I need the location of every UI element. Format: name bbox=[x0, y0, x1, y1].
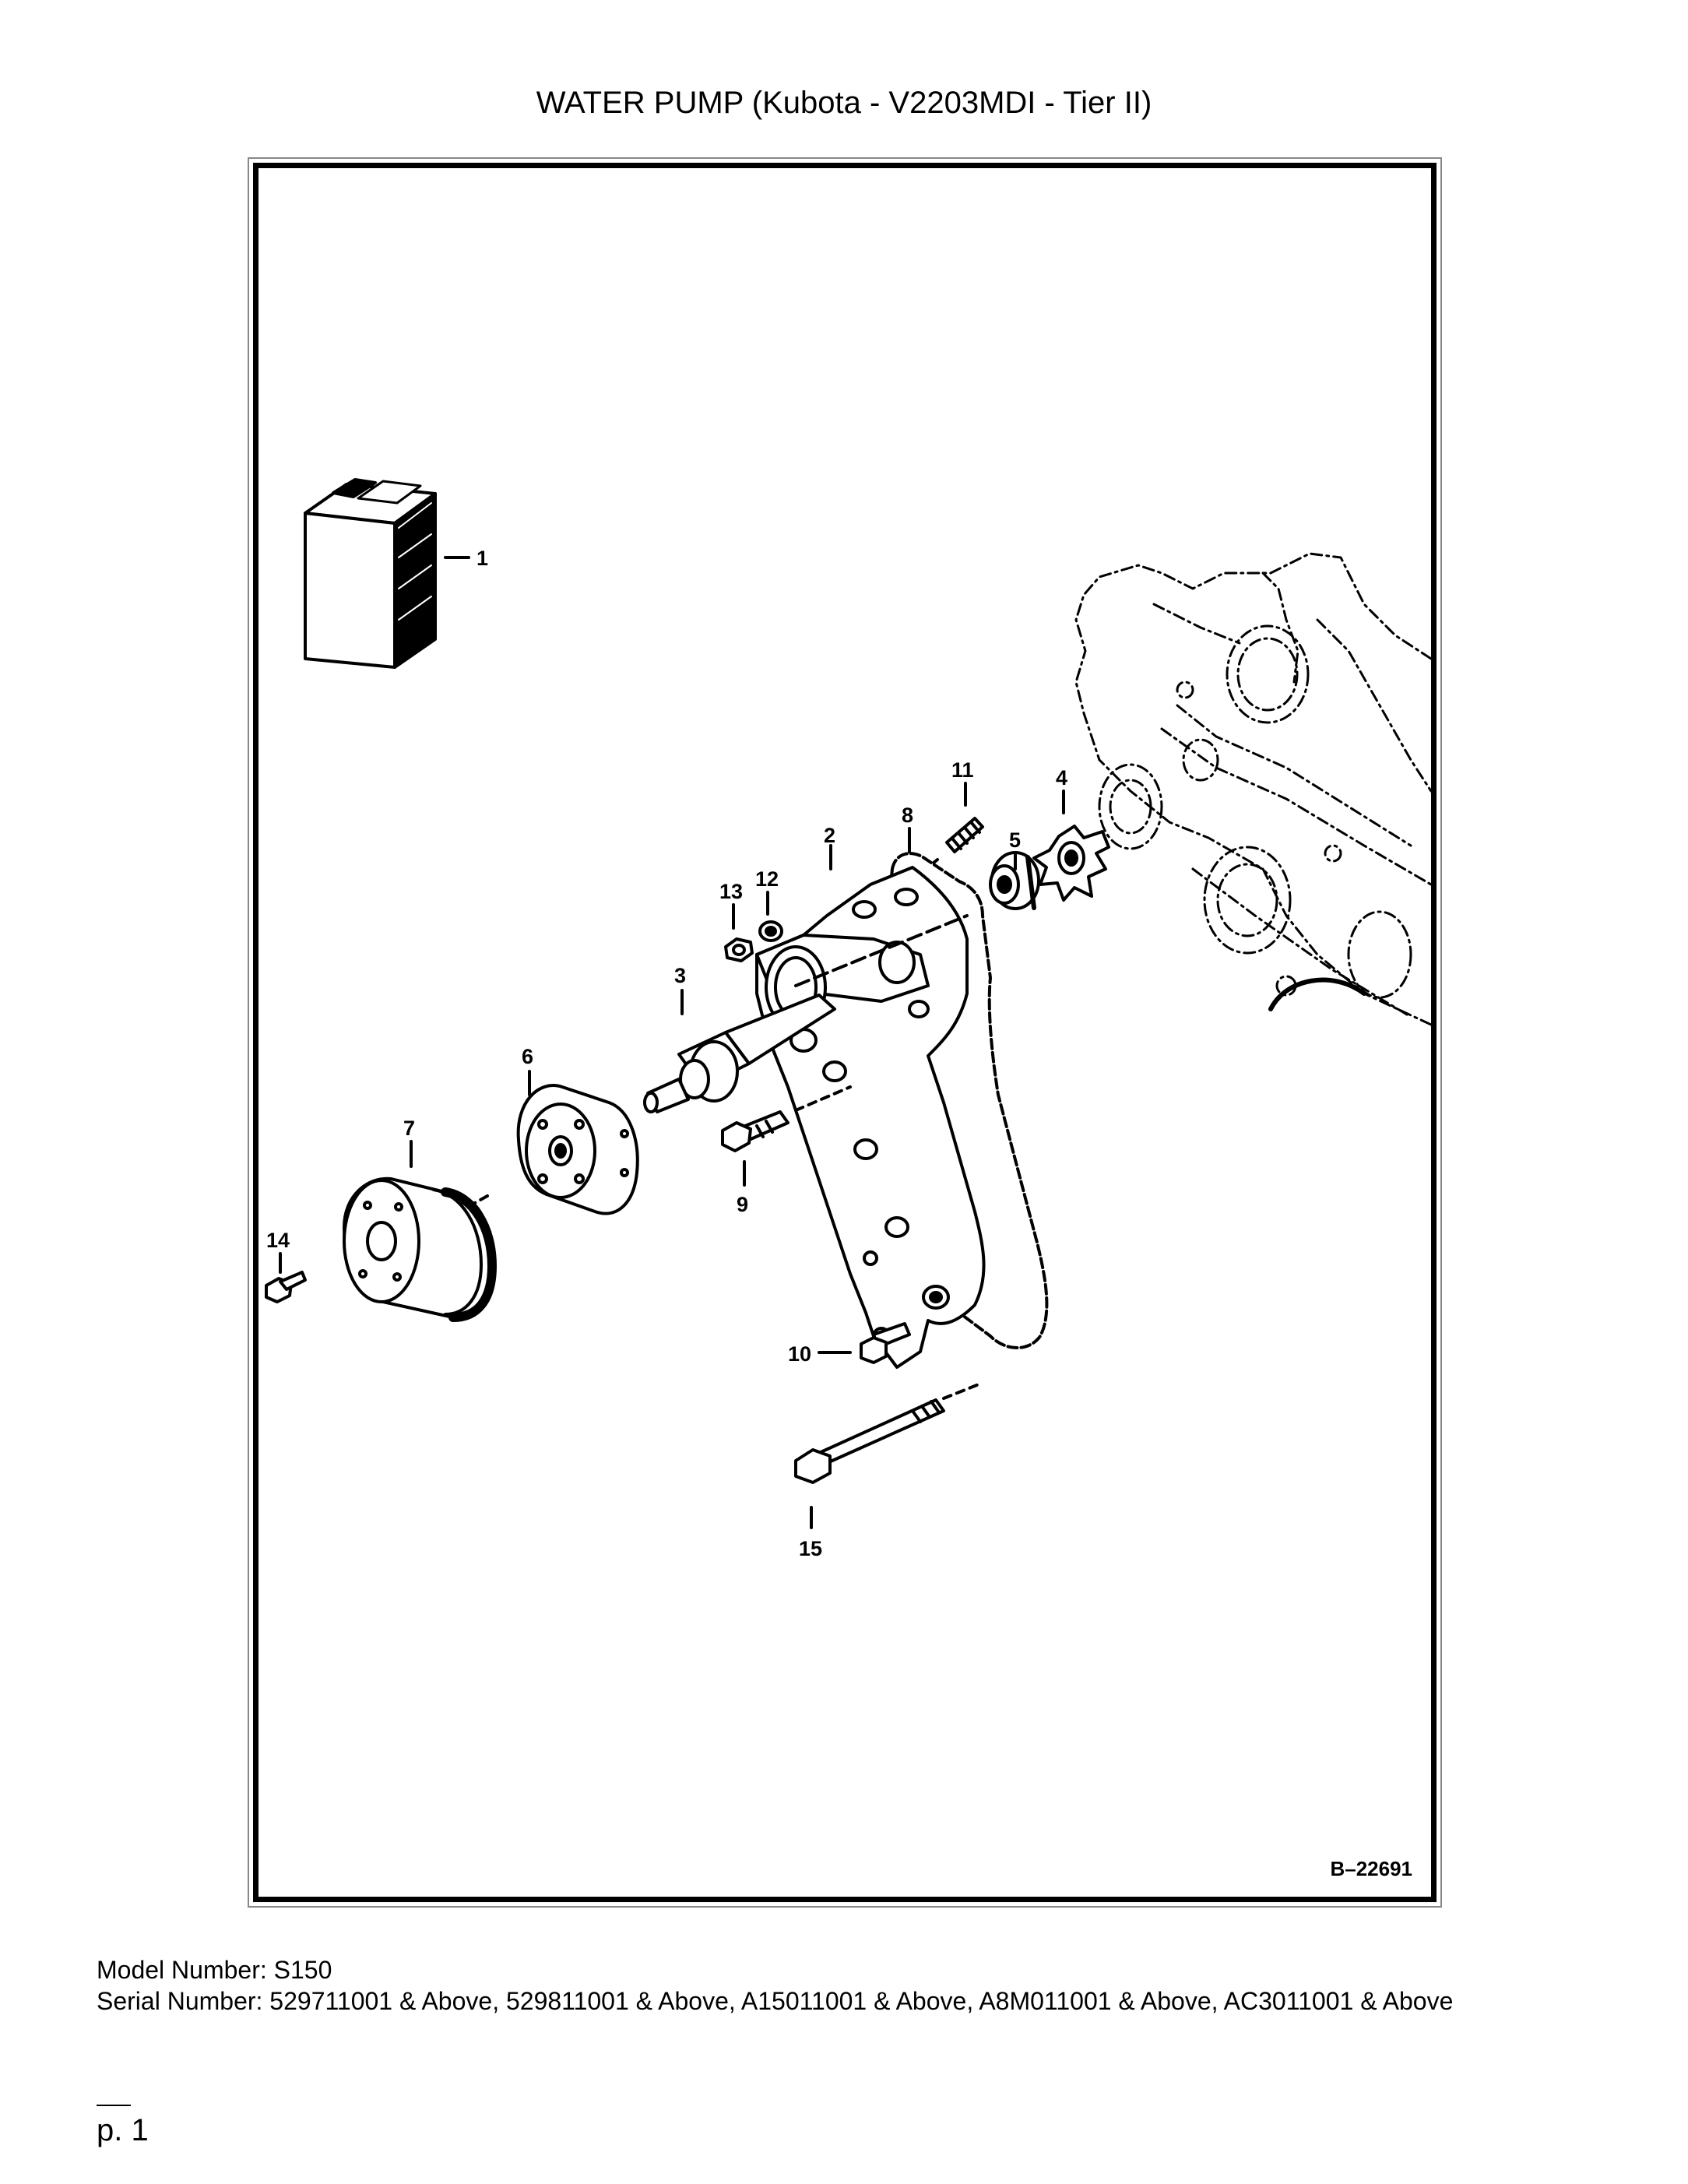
callout-12: 12 bbox=[755, 867, 779, 891]
model-number: Model Number: S150 bbox=[97, 1956, 332, 1984]
serial-number: Serial Number: 529711001 & Above, 529811… bbox=[97, 1987, 1454, 2015]
parts-diagram-frame: 1 2 3 4 5 6 7 8 9 10 11 12 13 14 15 B–22… bbox=[253, 163, 1437, 1902]
part-5-seal bbox=[989, 851, 1040, 910]
callout-1: 1 bbox=[477, 547, 488, 570]
callout-2: 2 bbox=[824, 824, 835, 847]
callout-6: 6 bbox=[522, 1045, 533, 1068]
callout-4: 4 bbox=[1056, 766, 1067, 790]
callout-15: 15 bbox=[799, 1537, 822, 1560]
callout-13: 13 bbox=[719, 880, 743, 903]
callout-7: 7 bbox=[403, 1117, 415, 1140]
part-4-impeller bbox=[1032, 790, 1110, 902]
page-number: p. 1 bbox=[97, 2113, 149, 2147]
figure-outer-border bbox=[248, 157, 1442, 1908]
part-12-washer bbox=[758, 891, 783, 942]
part-14-bolt bbox=[265, 1252, 307, 1303]
part-6-pulley-hub bbox=[444, 1070, 639, 1221]
engine-casting-arc bbox=[1268, 977, 1366, 1011]
callout-3: 3 bbox=[674, 964, 686, 987]
part-7-pulley bbox=[343, 1140, 497, 1322]
callout-14: 14 bbox=[266, 1229, 290, 1252]
part-2-pump-body bbox=[755, 844, 986, 1369]
page-title: WATER PUMP (Kubota - V2203MDI - Tier II) bbox=[536, 86, 1152, 120]
part-11-stud bbox=[927, 782, 984, 869]
part-15-long-bolt bbox=[794, 1381, 984, 1529]
callout-9: 9 bbox=[737, 1193, 748, 1216]
figure-id: B–22691 bbox=[1330, 1857, 1412, 1880]
footer-info: Model Number: S150 Serial Number: 529711… bbox=[97, 1954, 1591, 2017]
callout-5: 5 bbox=[1009, 828, 1021, 852]
callout-8: 8 bbox=[902, 804, 913, 827]
callout-10: 10 bbox=[788, 1342, 811, 1366]
part-3-shaft-bearing bbox=[643, 989, 836, 1113]
water-pump-exploded-diagram: 1 2 3 4 5 6 7 8 9 10 11 12 13 14 15 bbox=[265, 478, 1431, 1560]
part-10-bolt bbox=[818, 1322, 911, 1364]
engine-block-outline bbox=[1074, 552, 1431, 1026]
part-1-kit-box bbox=[304, 478, 470, 669]
callout-11: 11 bbox=[951, 758, 974, 782]
footer-rule bbox=[97, 2105, 131, 2106]
part-13-nut bbox=[724, 903, 754, 962]
part-9-bolt bbox=[721, 1085, 852, 1187]
